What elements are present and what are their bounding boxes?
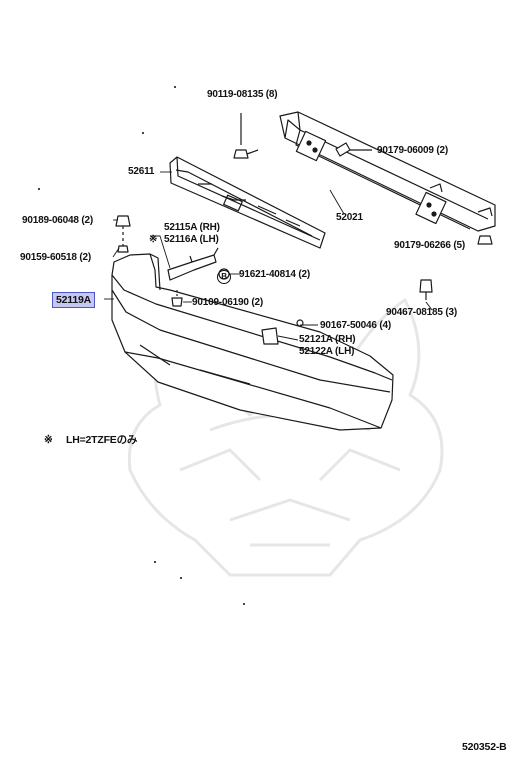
- note-mark: ※: [44, 434, 53, 446]
- stray-dot: [174, 86, 176, 88]
- label-90189-06048: 90189-06048 (2): [22, 215, 93, 226]
- stray-dot: [180, 577, 182, 579]
- label-90467-08185: 90467-08185 (3): [386, 307, 457, 318]
- fastener-bolt-90119: [233, 113, 259, 159]
- label-52021: 52021: [336, 212, 363, 223]
- label-52116a: 52116A (LH): [164, 234, 219, 245]
- retainer-52121a: [261, 327, 279, 345]
- label-91621-40814: 91621-40814 (2): [239, 269, 310, 280]
- label-90119-08135: 90119-08135 (8): [207, 89, 278, 100]
- clip-90467: [419, 279, 433, 300]
- fastener-90189: [115, 215, 131, 253]
- label-90179-06009: 90179-06009 (2): [377, 145, 448, 156]
- bumper-retainer-52611: [169, 156, 326, 249]
- clip-90167: [296, 319, 304, 327]
- bracket-52115a: [167, 247, 219, 281]
- label-52119a-highlighted[interactable]: 52119A: [52, 292, 96, 308]
- asterisk-mark: ※: [149, 234, 158, 245]
- label-52122a: 52122A (LH): [299, 346, 355, 357]
- bolt-b-marker: B: [217, 270, 231, 284]
- label-52611: 52611: [128, 166, 155, 177]
- stray-dot: [154, 561, 156, 563]
- diagram-code: 520352-B: [462, 741, 507, 753]
- fastener-90179-06266: [477, 235, 493, 245]
- label-90179-06266: 90179-06266 (5): [394, 240, 465, 251]
- label-90167-50046: 90167-50046 (4): [320, 320, 391, 331]
- stray-dot: [38, 188, 40, 190]
- note-text: LH=2TZFEのみ: [66, 434, 138, 446]
- leader-lines: [104, 171, 490, 341]
- label-52121a: 52121A (RH): [299, 334, 356, 345]
- reinforcement-beam-52021: [279, 111, 496, 232]
- label-90109-06190: 90109-06190 (2): [192, 297, 263, 308]
- stray-dot: [142, 132, 144, 134]
- fastener-90179-06009: [335, 142, 372, 157]
- label-90159-60518: 90159-60518 (2): [20, 252, 91, 263]
- clip-90109: [171, 290, 183, 307]
- stray-dot: [243, 603, 245, 605]
- label-52115a: 52115A (RH): [164, 222, 220, 233]
